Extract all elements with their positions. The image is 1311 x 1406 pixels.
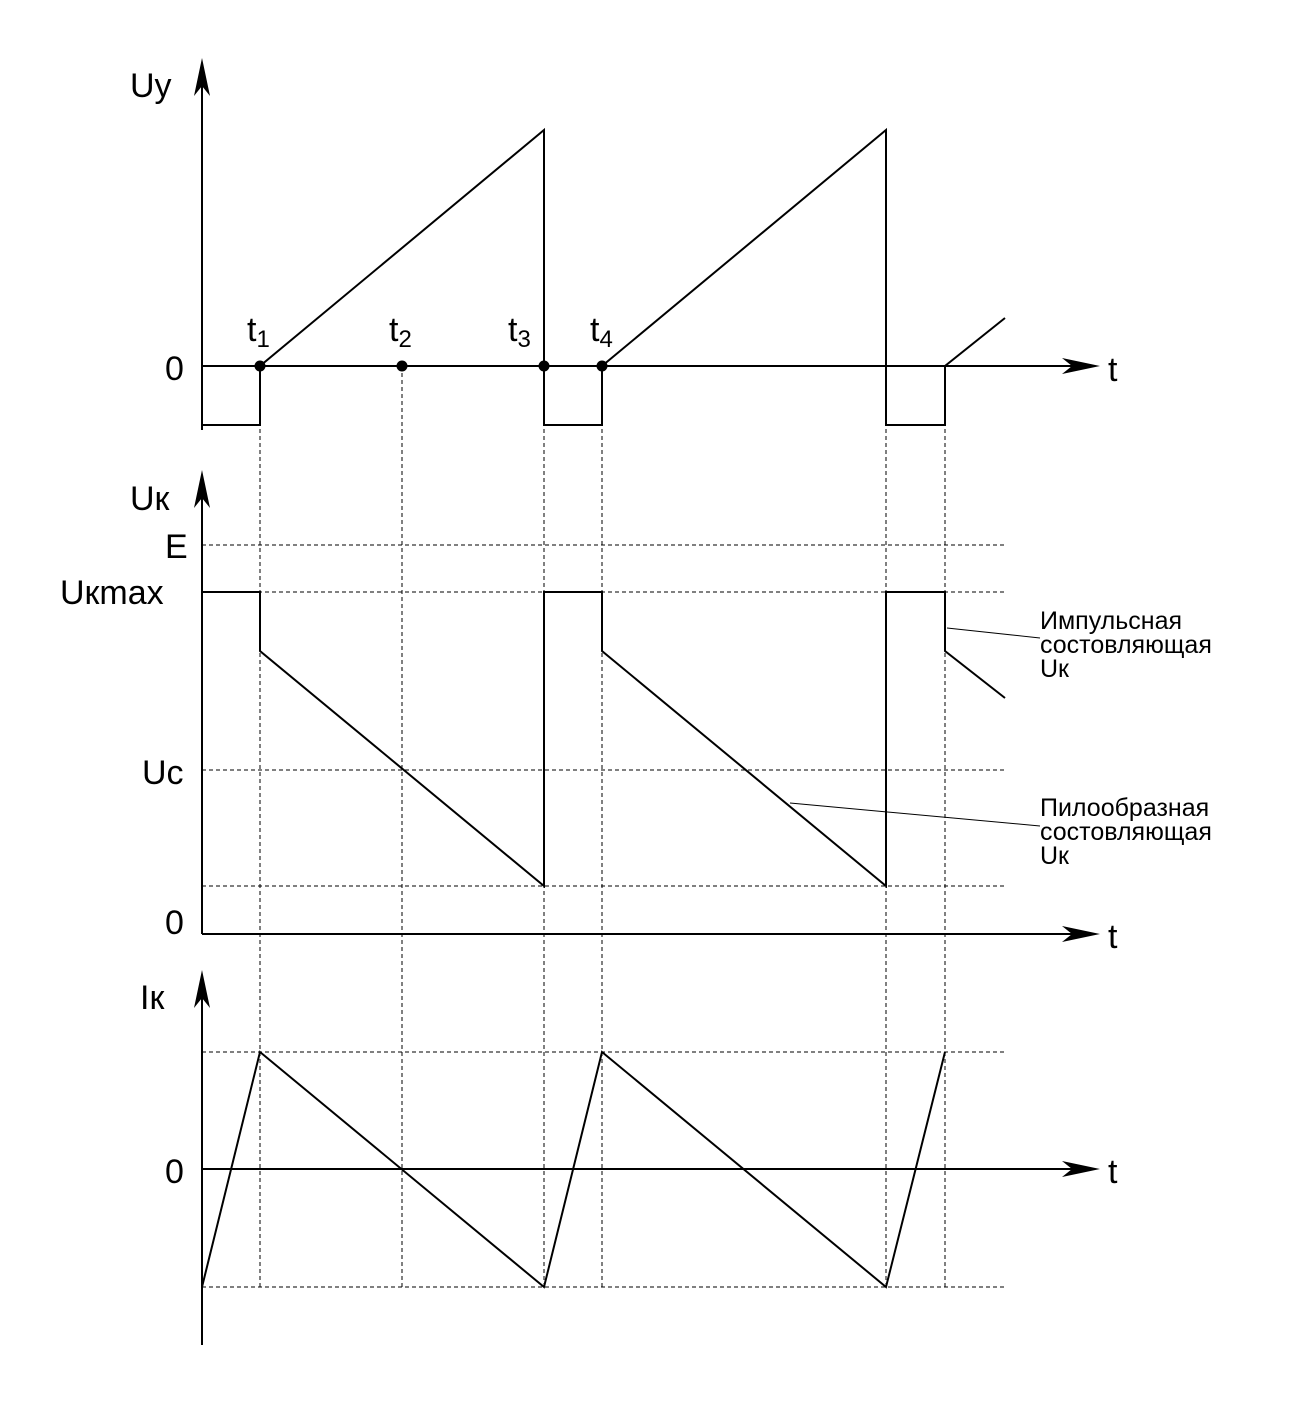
ik-t-axis-label: t (1108, 1153, 1118, 1191)
uk-t-axis-label: t (1108, 918, 1118, 956)
time-mark-t4: t4 (590, 311, 613, 353)
uc-level-label: Uc (142, 754, 184, 792)
ik-waveform (201, 1050, 946, 1289)
uy-axis-arrow-icon (194, 58, 210, 96)
sawtooth-leader-line (789, 802, 1041, 827)
point-t1 (254, 360, 266, 372)
e-level-label: E (165, 528, 188, 566)
sawtooth-annotation: Пилообразная состовляющая Uк (1040, 794, 1219, 870)
panel-uy: Uy 0 t t1 t2 t3 t4 (130, 58, 1118, 430)
pulse-annotation: Импульсная состовляющая Uк (1040, 607, 1219, 683)
panel-uk: Uк E Uкmax Uc 0 t Импульсная состовляюща… (60, 470, 1219, 956)
point-t4 (596, 360, 608, 372)
ukmax-level-label: Uкmax (60, 574, 164, 612)
uk-zero-label: 0 (165, 904, 184, 942)
ik-time-arrow-icon (1062, 1161, 1100, 1177)
time-mark-t1: t1 (247, 311, 270, 353)
uk-axis-arrow-icon (194, 470, 210, 508)
uy-time-arrow-icon (1062, 358, 1100, 374)
uy-t-axis-label: t (1108, 351, 1118, 389)
pulse-leader-line (946, 627, 1041, 639)
ik-zero-label: 0 (165, 1153, 184, 1191)
time-guides (259, 366, 946, 1287)
uy-waveform (201, 127, 1006, 426)
point-t2 (396, 360, 408, 372)
uy-axis-label: Uy (130, 67, 172, 105)
uk-waveform (201, 591, 1006, 889)
point-t3 (538, 360, 550, 372)
level-guides (202, 544, 1005, 1288)
ik-axis-label: Iк (140, 979, 165, 1017)
uk-time-arrow-icon (1062, 926, 1100, 942)
uk-axis-label: Uк (130, 480, 171, 518)
panel-ik: Iк 0 t (140, 970, 1118, 1345)
time-mark-t3: t3 (508, 311, 531, 353)
time-mark-t2: t2 (389, 311, 412, 353)
uy-zero-label: 0 (165, 350, 184, 388)
ik-axis-arrow-icon (194, 970, 210, 1008)
